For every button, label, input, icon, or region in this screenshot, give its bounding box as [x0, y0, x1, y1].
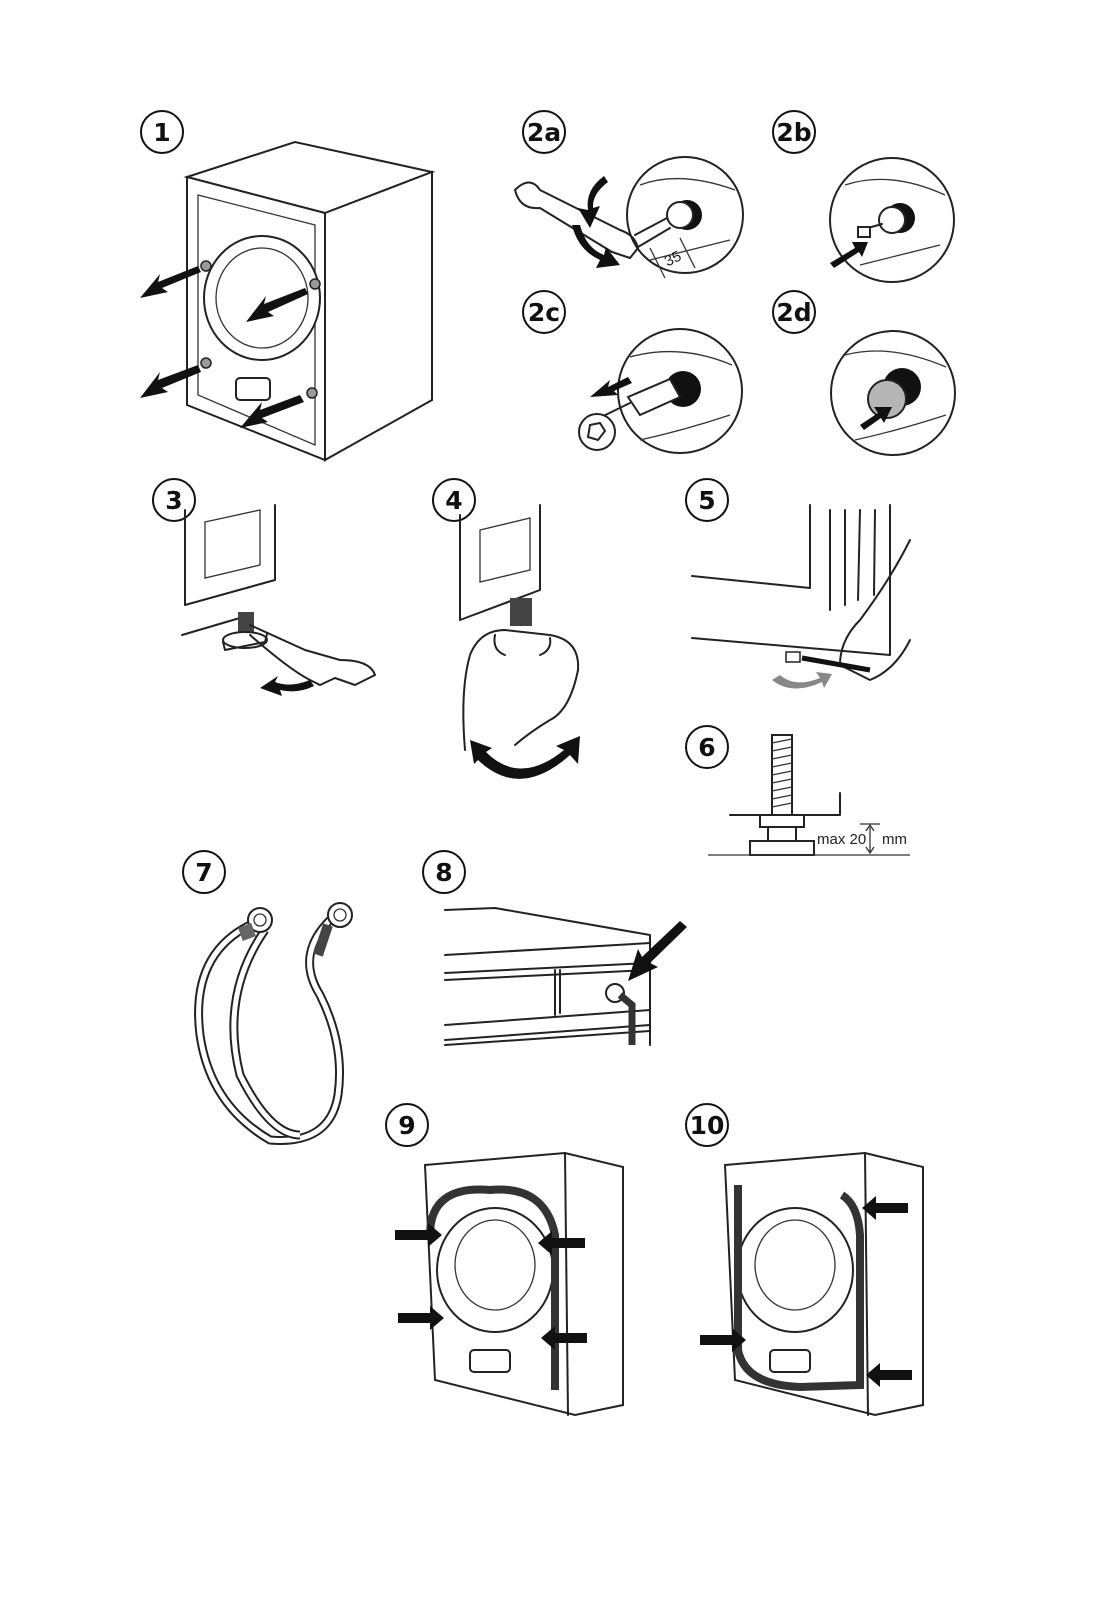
bolt-removal-illustration: [500, 285, 750, 475]
washer-rear-illustration: [0, 0, 460, 470]
wrench-bolt-illustration: 35: [500, 100, 750, 290]
step-2b-panel: 2b: [760, 100, 980, 290]
step-8-panel: 8: [410, 845, 710, 1065]
step-1-panel: 1: [0, 0, 460, 470]
step-5-panel: 5: [680, 470, 940, 710]
foot-unit-label: mm: [882, 831, 907, 848]
step-4-panel: 4: [420, 470, 620, 800]
foot-wrench-illustration: [130, 470, 410, 720]
step-2c-panel: 2c: [500, 285, 750, 475]
step-2d-panel: 2d: [760, 285, 980, 475]
hand-foot-illustration: [420, 470, 620, 800]
step-7-panel: 7: [170, 845, 390, 1155]
step-9-panel: 9: [380, 1095, 650, 1430]
hose-routing-rear-right: [680, 1095, 950, 1430]
step-3-panel: 3: [130, 470, 410, 720]
inlet-hose-illustration: [170, 845, 390, 1155]
foot-adjust-illustration: [680, 470, 940, 710]
foot-height-diagram: max 20 mm: [680, 715, 940, 875]
foot-max-label: max 20: [817, 831, 866, 848]
hose-connection-illustration: [410, 845, 710, 1065]
step-2a-panel: 2a 35: [500, 100, 750, 290]
step-6-panel: 6 max 20 mm: [680, 715, 940, 875]
step-10-panel: 10: [680, 1095, 950, 1430]
cap-insert-illustration: [760, 285, 980, 475]
hose-routing-rear-left: [380, 1095, 650, 1430]
bolt-cap-illustration: [760, 100, 980, 290]
